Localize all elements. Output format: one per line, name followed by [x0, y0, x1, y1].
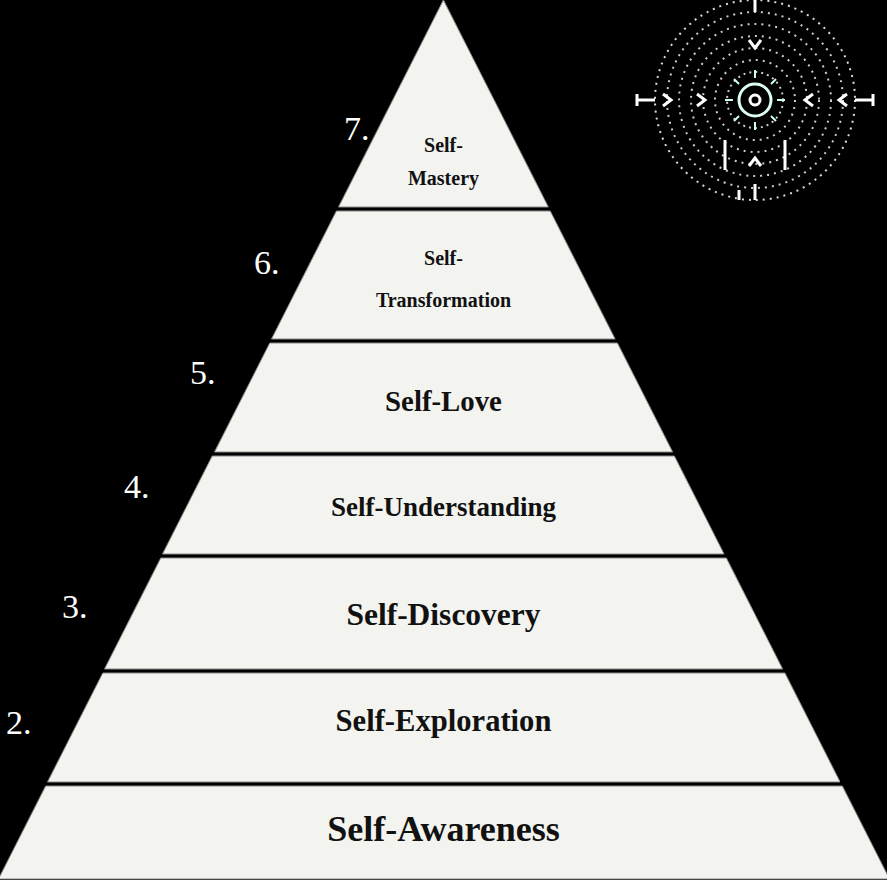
level-label: Self-Love — [214, 386, 673, 418]
step-number: 7. — [344, 112, 370, 146]
pyramid-level: Self-Love — [214, 342, 673, 453]
step-number: 6. — [254, 246, 280, 280]
level-band — [271, 210, 616, 340]
pyramid-level: Self- Mastery — [338, 0, 549, 208]
pyramid-level: Self- Transformation — [271, 210, 616, 340]
level-label: Self-Discovery — [104, 598, 783, 633]
level-label: Self-Understanding — [162, 493, 725, 523]
level-label: Self- Mastery — [396, 129, 491, 195]
level-label: Self- Transformation — [358, 237, 528, 321]
step-number: 3. — [62, 590, 88, 624]
step-number: 4. — [124, 470, 150, 504]
step-number: 5. — [190, 356, 216, 390]
level-label: Self-Awareness — [4, 810, 884, 850]
pyramid-level: Self-Awareness — [0, 785, 887, 880]
step-number: 2. — [6, 706, 32, 740]
level-label: Self-Exploration — [47, 705, 841, 739]
pyramid-level: Self-Exploration — [47, 672, 841, 783]
pyramid-level: Self-Discovery — [104, 557, 783, 670]
pyramid-level: Self-Understanding — [162, 455, 725, 555]
